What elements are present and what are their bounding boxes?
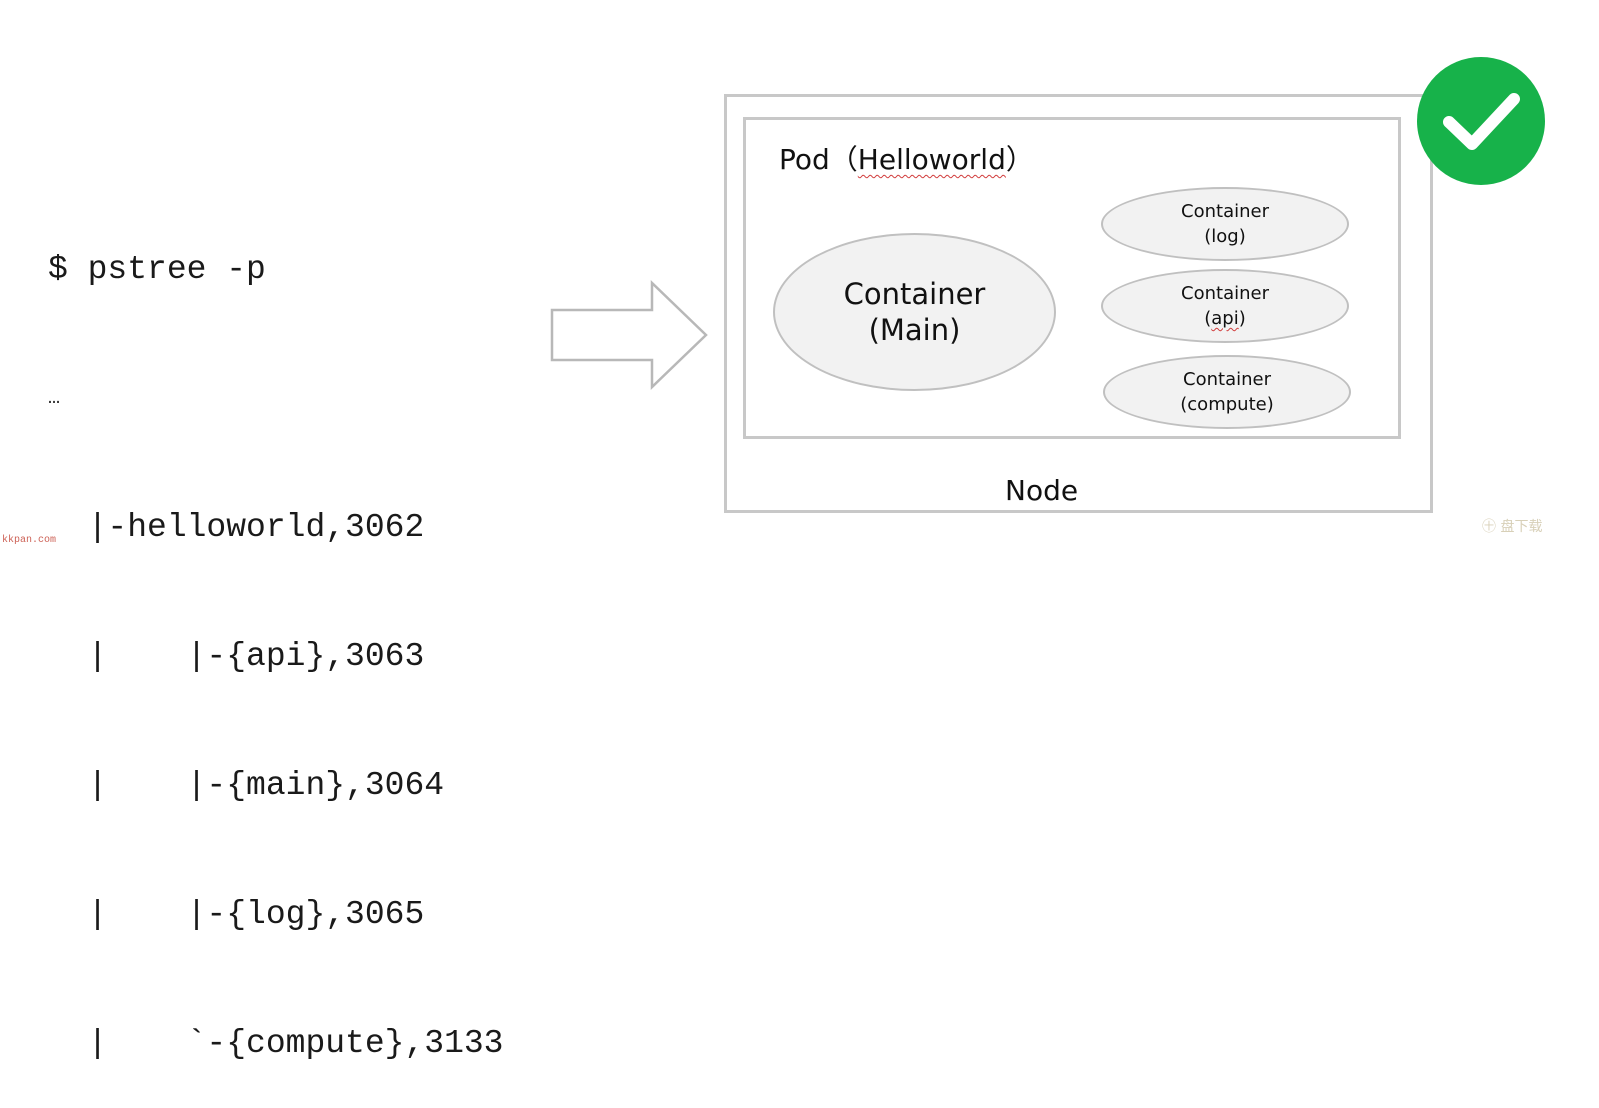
watermark-right: ㊉ 盘下载 (1482, 519, 1543, 535)
container-log-title: Container (1181, 201, 1269, 222)
container-main-subtitle: (Main) (868, 313, 961, 347)
container-compute-subtitle: (compute) (1180, 394, 1274, 415)
pstree-line-compute: | `-{compute},3133 (48, 1025, 504, 1062)
container-compute-title: Container (1183, 369, 1271, 390)
container-api-subtitle: (api) (1204, 306, 1246, 331)
container-api: Container (api) (1101, 269, 1349, 343)
pstree-output: $ pstree -p … |-helloworld,3062 | |-{api… (48, 162, 503, 1108)
pod-box (743, 117, 1401, 439)
watermark-left: kkpan.com (2, 535, 57, 546)
node-label: Node (1005, 474, 1079, 507)
pstree-line-helloworld: |-helloworld,3062 (48, 509, 425, 546)
pstree-line-main: | |-{main},3064 (48, 767, 445, 804)
container-api-word: api (1211, 308, 1239, 329)
pod-name: Helloworld (857, 143, 1006, 176)
container-api-close-paren: ) (1238, 308, 1246, 329)
pod-title: Pod（Helloworld） (779, 138, 1034, 178)
container-compute: Container (compute) (1103, 355, 1351, 429)
pstree-line-api: | |-{api},3063 (48, 638, 425, 675)
pstree-line-log: | |-{log},3065 (48, 896, 425, 933)
container-main-title: Container (843, 277, 986, 311)
container-api-title: Container (1181, 283, 1269, 304)
check-circle-icon (1416, 56, 1546, 186)
container-api-open-paren: ( (1204, 308, 1212, 329)
pstree-command: $ pstree -p (48, 251, 266, 288)
container-log: Container (log) (1101, 187, 1349, 261)
pod-title-prefix: Pod（ (779, 143, 858, 176)
pod-title-suffix: ） (1005, 143, 1034, 176)
container-log-subtitle: (log) (1204, 226, 1246, 247)
right-arrow-icon (549, 280, 709, 390)
node-box (724, 94, 1433, 513)
pstree-ellipsis: … (48, 387, 61, 410)
container-main: Container (Main) (773, 233, 1056, 391)
